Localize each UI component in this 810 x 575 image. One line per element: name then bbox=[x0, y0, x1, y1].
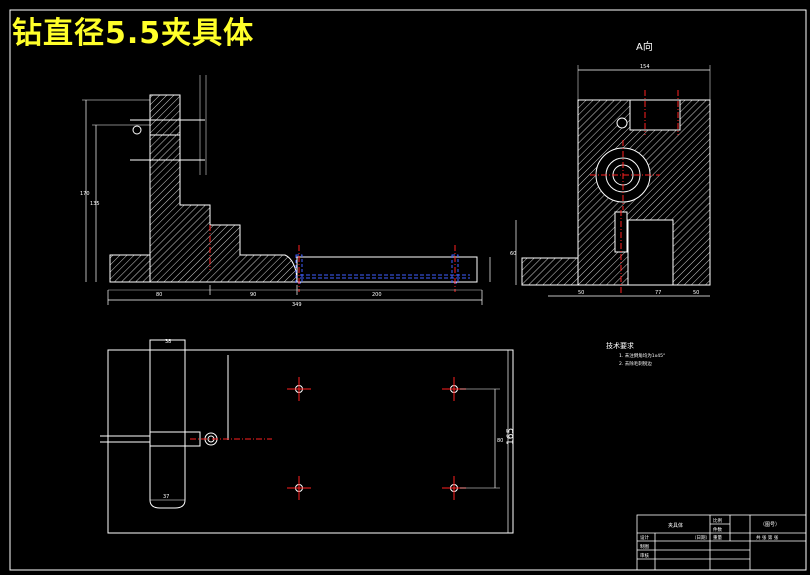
front-dim-height-total: 170 bbox=[80, 191, 90, 197]
front-dim-total: 349 bbox=[292, 302, 302, 308]
notes-heading: 技术要求 bbox=[606, 341, 634, 350]
plan-dim-left-top: 38 bbox=[165, 339, 171, 345]
side-dim-bottom-mid: 77 bbox=[655, 290, 661, 296]
tb-drawing-no: （图号） bbox=[760, 522, 780, 528]
tb-designer: 设计 bbox=[640, 534, 649, 541]
title-block bbox=[636, 514, 807, 571]
side-dim-bottom-right: 50 bbox=[693, 290, 699, 296]
tb-weight: 重量 bbox=[713, 534, 722, 541]
front-dim-right: 200 bbox=[372, 292, 382, 298]
drawing-border bbox=[9, 9, 807, 571]
tb-material: 夹具体 bbox=[668, 522, 683, 529]
side-view-label: A向 bbox=[636, 40, 653, 53]
front-dim-left: 80 bbox=[156, 292, 162, 298]
side-dim-top: 154 bbox=[640, 64, 650, 70]
front-dim-height-upper: 135 bbox=[90, 201, 100, 207]
front-dim-mid: 90 bbox=[250, 292, 256, 298]
tb-proportion: 比例 bbox=[713, 517, 722, 524]
plan-dim-left-bottom: 37 bbox=[163, 494, 169, 500]
plan-dim-outer: 165 bbox=[506, 428, 516, 445]
tb-count: 件数 bbox=[713, 526, 722, 533]
front-view bbox=[82, 75, 491, 305]
tb-checker: 审核 bbox=[640, 552, 649, 559]
plan-view bbox=[100, 339, 514, 534]
side-dim-bottom-left: 50 bbox=[578, 290, 584, 296]
tb-date: （日期） bbox=[692, 535, 710, 541]
plan-dim-inner: 80 bbox=[497, 438, 503, 444]
notes-line-2: 2. 去除毛刺锐边 bbox=[619, 360, 652, 367]
tb-sheet: 共 张 第 张 bbox=[756, 534, 779, 541]
tb-drawer: 制图 bbox=[640, 543, 649, 550]
drawing-title: 钻直径5.5夹具体 bbox=[12, 16, 255, 51]
side-view bbox=[515, 65, 711, 297]
side-dim-height: 60 bbox=[510, 251, 516, 257]
notes-line-1: 1. 未注倒角均为1x45° bbox=[619, 352, 665, 359]
